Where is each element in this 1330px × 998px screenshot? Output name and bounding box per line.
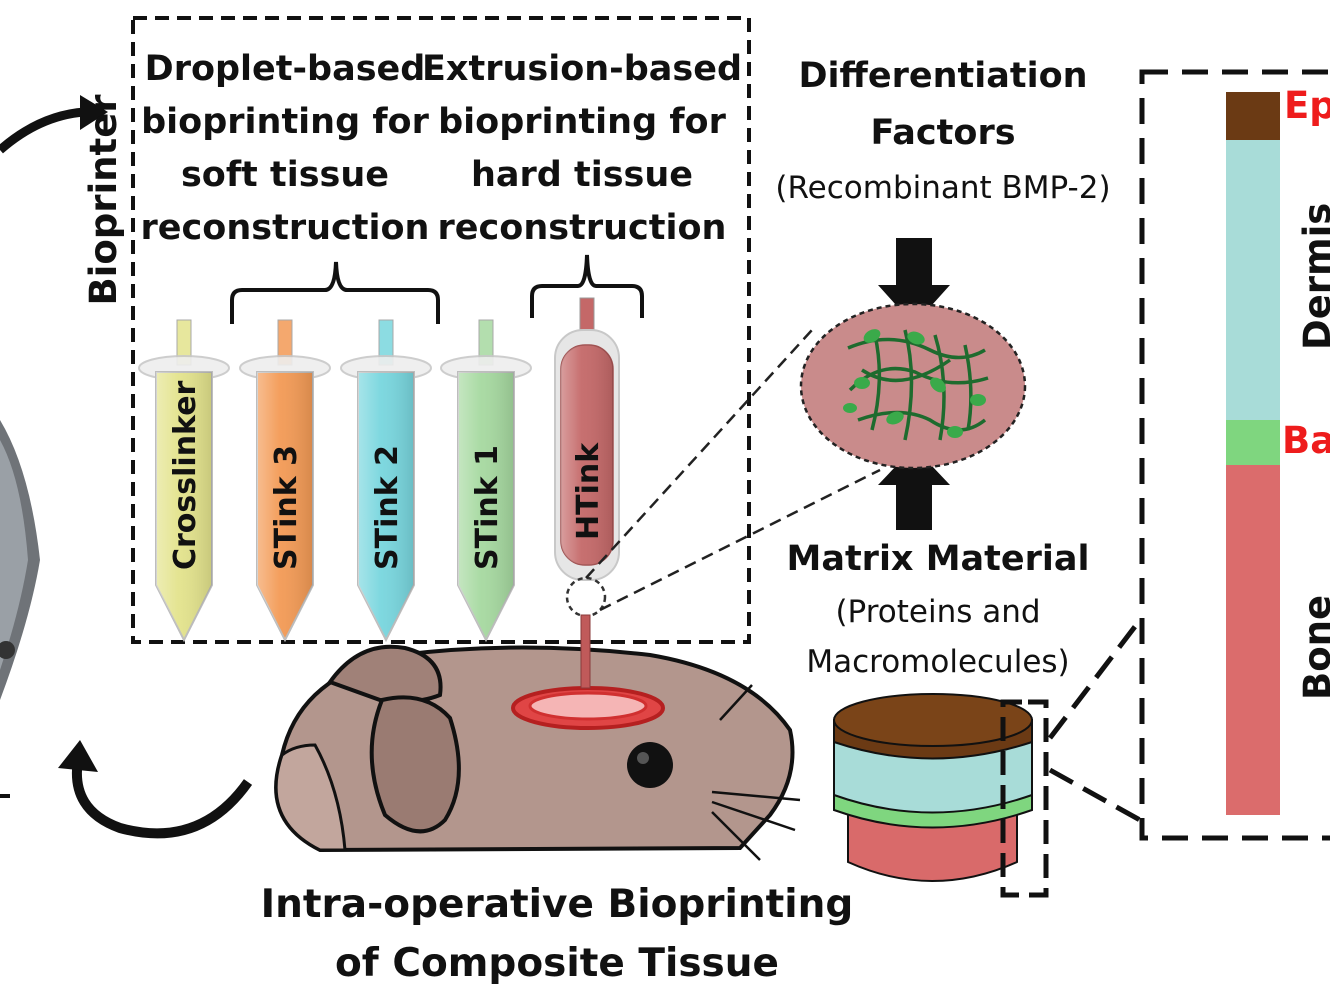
cartridge: STink 1 (440, 319, 532, 643)
extrusion-line: bioprinting for (438, 102, 726, 142)
cartridge-label: STink 2 (370, 445, 405, 570)
droplet-line: bioprinting for (141, 102, 429, 142)
ink-nozzle-stream (580, 614, 591, 689)
layer-segment (1226, 465, 1280, 815)
droplet-line: reconstruction (141, 208, 430, 248)
layer-segment (1226, 92, 1280, 140)
layer-label-bone: Bone (1296, 595, 1330, 700)
extrusion-heading: Extrusion-based bioprinting for hard tis… (422, 49, 742, 248)
matrix-line: (Proteins and (835, 594, 1040, 630)
cartridge: HTink (554, 297, 620, 581)
caption-line: Intra-operative Bioprinting (261, 882, 854, 927)
layer-label-basal: Ba (1282, 419, 1330, 462)
matrix-line: Macromolecules) (806, 644, 1069, 680)
soft-tissue-brace (230, 261, 440, 324)
caption-line: of Composite Tissue (335, 941, 779, 986)
cartridge: STink 3 (239, 319, 331, 643)
bioprinter-device-partial (0, 420, 40, 700)
cartridges: Crosslinker STink 3 STink 2 STink 1 HTink (138, 297, 620, 643)
cartridge: STink 2 (340, 319, 432, 643)
mouse-illustration (274, 644, 801, 861)
factors-title-line: Differentiation (798, 56, 1087, 96)
bioprinter-frame (131, 16, 751, 644)
cartridge-label: HTink (571, 442, 606, 540)
extrusion-line: reconstruction (438, 208, 727, 248)
zoom-line (599, 468, 881, 612)
cartridge-label: STink 3 (269, 445, 304, 570)
curved-arrow-bottom-icon (58, 740, 253, 839)
cartridge: Crosslinker (138, 319, 230, 643)
bioprinter-label: Bioprinter (82, 94, 125, 306)
cartridge-label: Crosslinker (168, 380, 203, 570)
extrusion-line: hard tissue (471, 155, 693, 195)
composite-tissue-cylinder (833, 693, 1033, 882)
tissue-layer-bar (1226, 92, 1280, 815)
droplet-line: soft tissue (181, 155, 389, 195)
layer-label-dermis: Dermis (1296, 203, 1330, 350)
cartridge-label: STink 1 (470, 445, 505, 570)
layer-segment (1226, 420, 1280, 465)
matrix-title: Matrix Material (787, 539, 1090, 579)
extrusion-line: Extrusion-based (422, 49, 742, 89)
matrix-sphere (799, 302, 1027, 470)
layer-zoom-line (1048, 767, 1142, 823)
nozzle-zoom-circle (565, 576, 607, 618)
layer-zoom-line (1048, 618, 1142, 740)
layers-frame (1139, 69, 1330, 841)
hard-tissue-brace (530, 254, 644, 318)
droplet-line: Droplet-based (145, 49, 426, 89)
factors-title-line: Factors (870, 113, 1015, 153)
cylinder-zoom-bracket (1000, 699, 1049, 898)
curved-arrow-top-icon (0, 95, 108, 154)
factors-subtitle: (Recombinant BMP-2) (775, 170, 1110, 206)
layer-label-epidermis: Ep (1284, 84, 1330, 127)
layer-segment (1226, 140, 1280, 420)
droplet-heading: Droplet-based bioprinting for soft tissu… (141, 49, 430, 248)
